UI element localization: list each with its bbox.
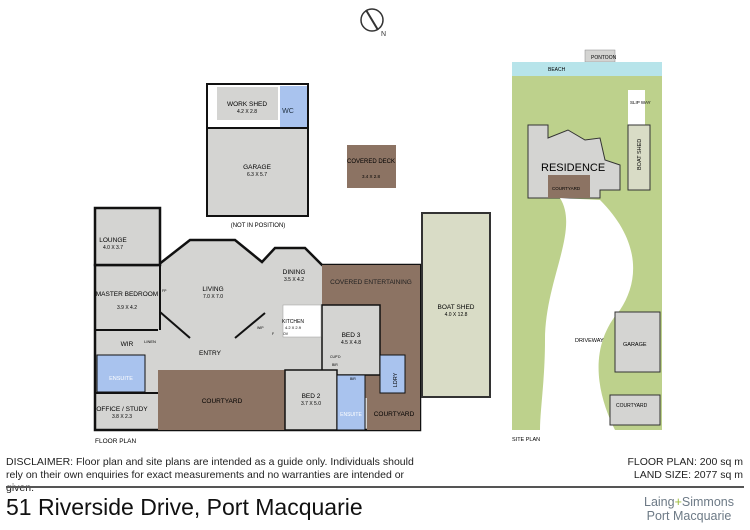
room-covered-deck: [347, 145, 396, 188]
room-courtyard-2: [367, 398, 420, 430]
logo-text-laing: Laing: [644, 495, 675, 509]
room-garage: [208, 128, 307, 215]
dims-office-study: 3.8 X 2.3: [112, 414, 132, 420]
room-ensuite: [96, 354, 146, 393]
label-slipway: SLIP WAY: [630, 100, 651, 105]
label-garage: GARAGE: [243, 164, 271, 171]
dims-boat-shed: 4.0 X 12.8: [445, 312, 468, 318]
label-courtyard-2: COURTYARD: [374, 411, 415, 418]
agency-logo: Laing+Simmons Port Macquarie: [644, 495, 734, 523]
label-laundry: LDRY: [393, 372, 399, 387]
label-kitchen: KITCHEN: [282, 319, 304, 325]
dims-work-shed: 4.2 X 2.8: [237, 109, 257, 115]
label-office-study: OFFICE / STUDY: [96, 406, 148, 413]
room-lounge: [93, 206, 162, 267]
label-site-boat-shed: BOAT SHED: [637, 139, 643, 170]
disclaimer-line-2: rely on their own enquiries for exact me…: [6, 469, 405, 494]
label-wip: WIP: [257, 326, 264, 330]
site-plan: [512, 49, 662, 430]
label-pontoon: PONTOON: [591, 55, 617, 61]
label-wc: WC: [282, 108, 294, 115]
floor-plan-caption: FLOOR PLAN: [95, 438, 136, 445]
dims-garage: 6.3 X 5.7: [247, 172, 267, 178]
label-lounge: LOUNGE: [99, 237, 127, 244]
room-boat-shed: [421, 212, 491, 398]
logo-plus-icon: +: [674, 495, 682, 509]
dims-covered-deck: 3.4 X 2.8: [362, 174, 381, 179]
label-covered-deck: COVERED DECK: [347, 159, 395, 165]
label-covered-entertaining: COVERED ENTERTAINING: [330, 279, 412, 286]
disclaimer-line-1: DISCLAIMER: Floor plan and site plans ar…: [6, 456, 414, 468]
not-in-position-note: (NOT IN POSITION): [231, 223, 286, 229]
label-bed-2: BED 2: [302, 393, 321, 400]
label-site-garage: GARAGE: [623, 342, 647, 348]
label-work-shed: WORK SHED: [227, 101, 267, 108]
dims-kitchen: 4.2 X 2.9: [285, 325, 302, 330]
dims-lounge: 4.0 X 3.7: [103, 245, 123, 251]
label-site-courtyard: COURTYARD: [552, 186, 581, 191]
disclaimer: DISCLAIMER: Floor plan and site plans ar…: [6, 456, 426, 495]
compass-icon: N: [360, 8, 386, 38]
logo-text-office: Port Macquarie: [646, 509, 732, 523]
label-wir: WIR: [121, 341, 134, 348]
kitchen-bench: [282, 304, 322, 338]
label-site-courtyard-2: COURTYARD: [616, 403, 648, 409]
dims-living: 7.0 X 7.0: [203, 294, 223, 300]
label-bir: BIR: [332, 363, 338, 367]
divider: [6, 486, 744, 488]
room-bed-3: [321, 304, 381, 376]
label-boat-shed: BOAT SHED: [438, 304, 475, 311]
label-entry: ENTRY: [199, 350, 222, 357]
label-beach: BEACH: [548, 67, 566, 73]
area-summary: FLOOR PLAN: 200 sq m LAND SIZE: 2077 sq …: [627, 456, 743, 482]
label-dining: DINING: [283, 269, 306, 276]
label-driveway: DRIVEWAY: [575, 338, 604, 344]
label-ensuite-2: ENSUITE: [340, 412, 362, 418]
plans-drawing: N WORK SHED 4.2 X 2.8 WC GARAGE 6.3 X 5.…: [93, 8, 662, 445]
label-residence: RESIDENCE: [541, 162, 605, 174]
label-courtyard: COURTYARD: [202, 398, 243, 405]
label-bed-3: BED 3: [342, 332, 361, 339]
label-master-bedroom: MASTER BEDROOM: [96, 291, 158, 298]
label-fridge: F: [272, 332, 274, 336]
logo-text-simmons: Simmons: [681, 495, 734, 509]
label-ensuite: ENSUITE: [109, 376, 133, 382]
north-label: N: [381, 31, 386, 38]
label-fireplace: FP: [162, 289, 167, 293]
dims-dining: 3.5 X 4.2: [284, 277, 304, 283]
room-work-shed: [217, 87, 278, 120]
land-size: LAND SIZE: 2077 sq m: [633, 469, 743, 481]
property-address: 51 Riverside Drive, Port Macquarie: [6, 494, 363, 520]
room-laundry: [379, 354, 406, 394]
dims-bed-2: 3.7 X 5.0: [301, 401, 321, 407]
floor-area: FLOOR PLAN: 200 sq m: [627, 456, 743, 468]
dims-bed-3: 4.5 X 4.8: [341, 340, 361, 346]
label-living: LIVING: [202, 286, 223, 293]
room-bed-2: [284, 369, 338, 431]
site-plan-caption: SITE PLAN: [512, 437, 540, 443]
dims-master-bedroom: 3.9 X 4.2: [117, 305, 137, 311]
label-cupboard: CUP'D: [330, 355, 341, 359]
label-linen: LINEN: [144, 339, 156, 344]
main-house: [93, 206, 422, 432]
room-ensuite-2: [336, 374, 366, 431]
room-wc: [280, 86, 307, 130]
label-oven: OV: [283, 332, 289, 336]
room-courtyard: [158, 370, 285, 430]
label-bir-2: BIR: [350, 377, 356, 381]
